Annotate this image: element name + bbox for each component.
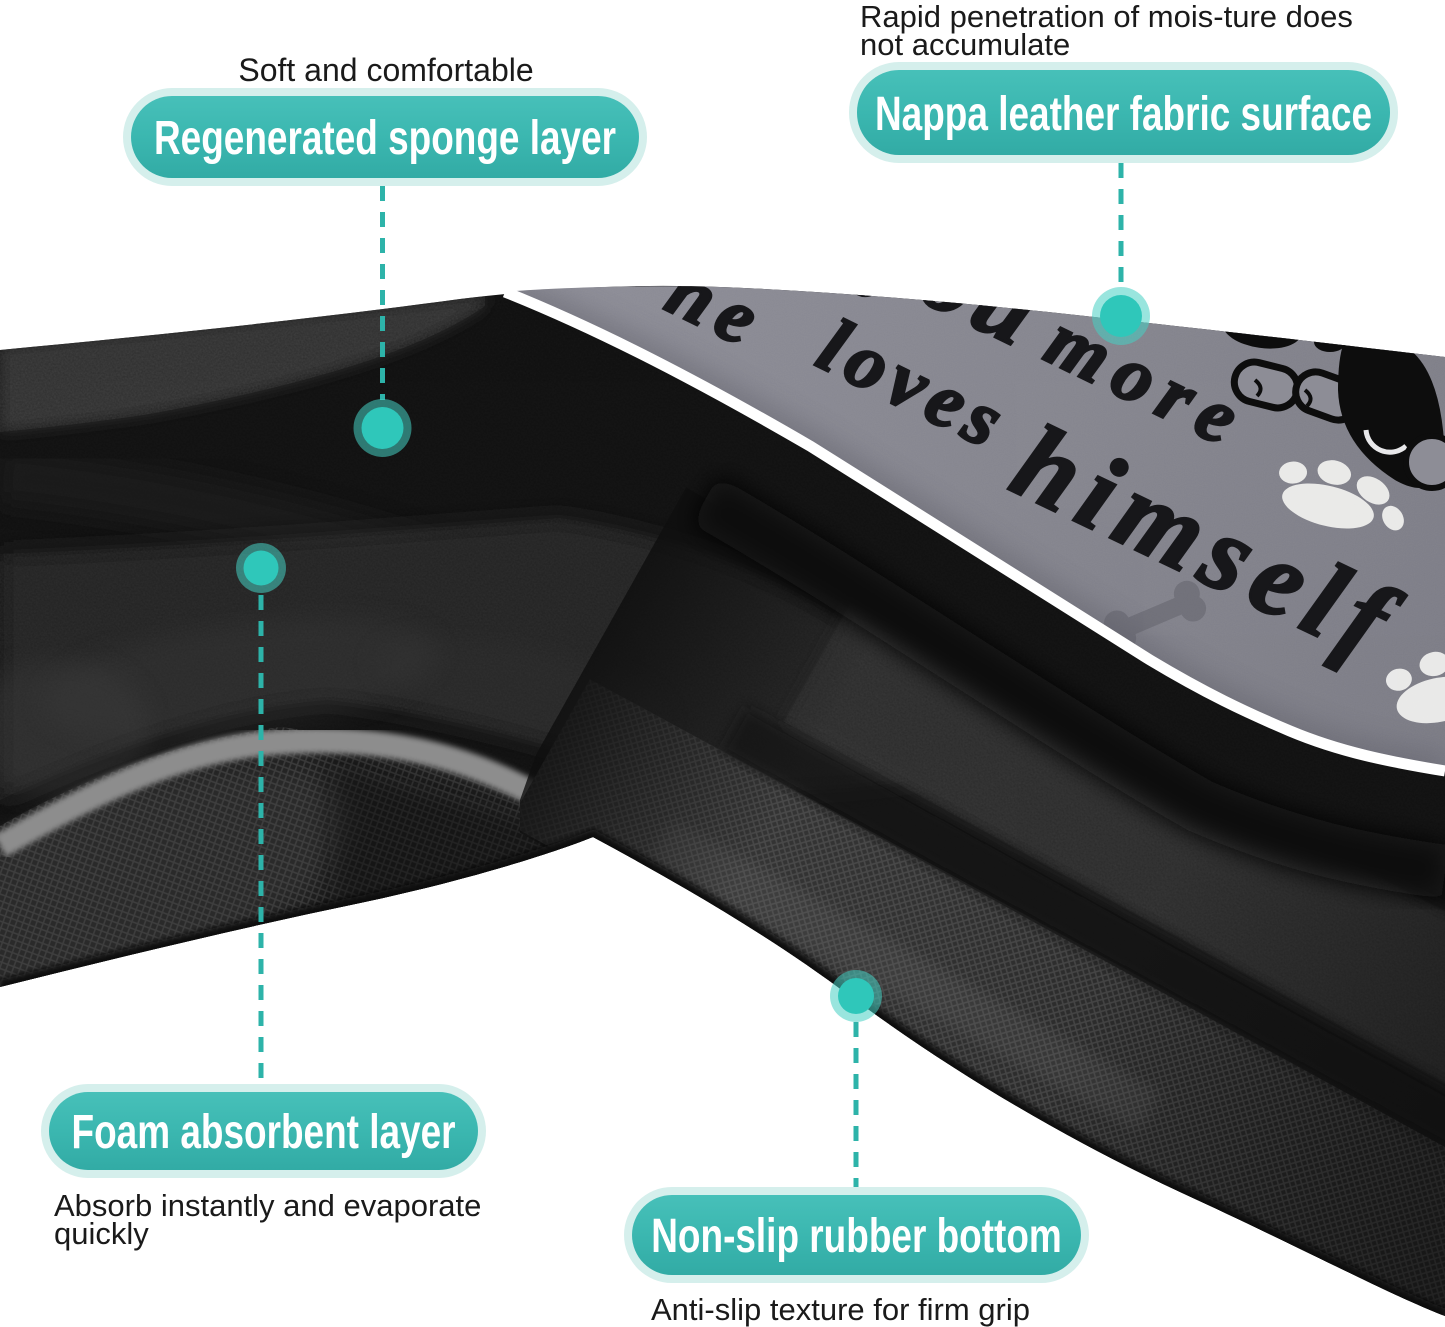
svg-text:not accumulate: not accumulate (860, 27, 1070, 62)
svg-text:quickly: quickly (54, 1216, 149, 1251)
svg-text:Rapid penetration of mois-ture: Rapid penetration of mois-ture does (860, 0, 1353, 34)
svg-text:Soft and comfortable: Soft and comfortable (238, 52, 533, 88)
svg-text:Absorb instantly and evaporate: Absorb instantly and evaporate (54, 1188, 481, 1223)
svg-text:Foam absorbent layer: Foam absorbent layer (71, 1105, 455, 1159)
svg-text:Nappa leather fabric surface: Nappa leather fabric surface (875, 87, 1372, 141)
svg-text:Non-slip rubber bottom: Non-slip rubber bottom (651, 1209, 1062, 1263)
svg-text:Anti-slip texture for firm gri: Anti-slip texture for firm grip (651, 1292, 1030, 1327)
svg-text:Regenerated sponge layer: Regenerated sponge layer (154, 111, 616, 165)
